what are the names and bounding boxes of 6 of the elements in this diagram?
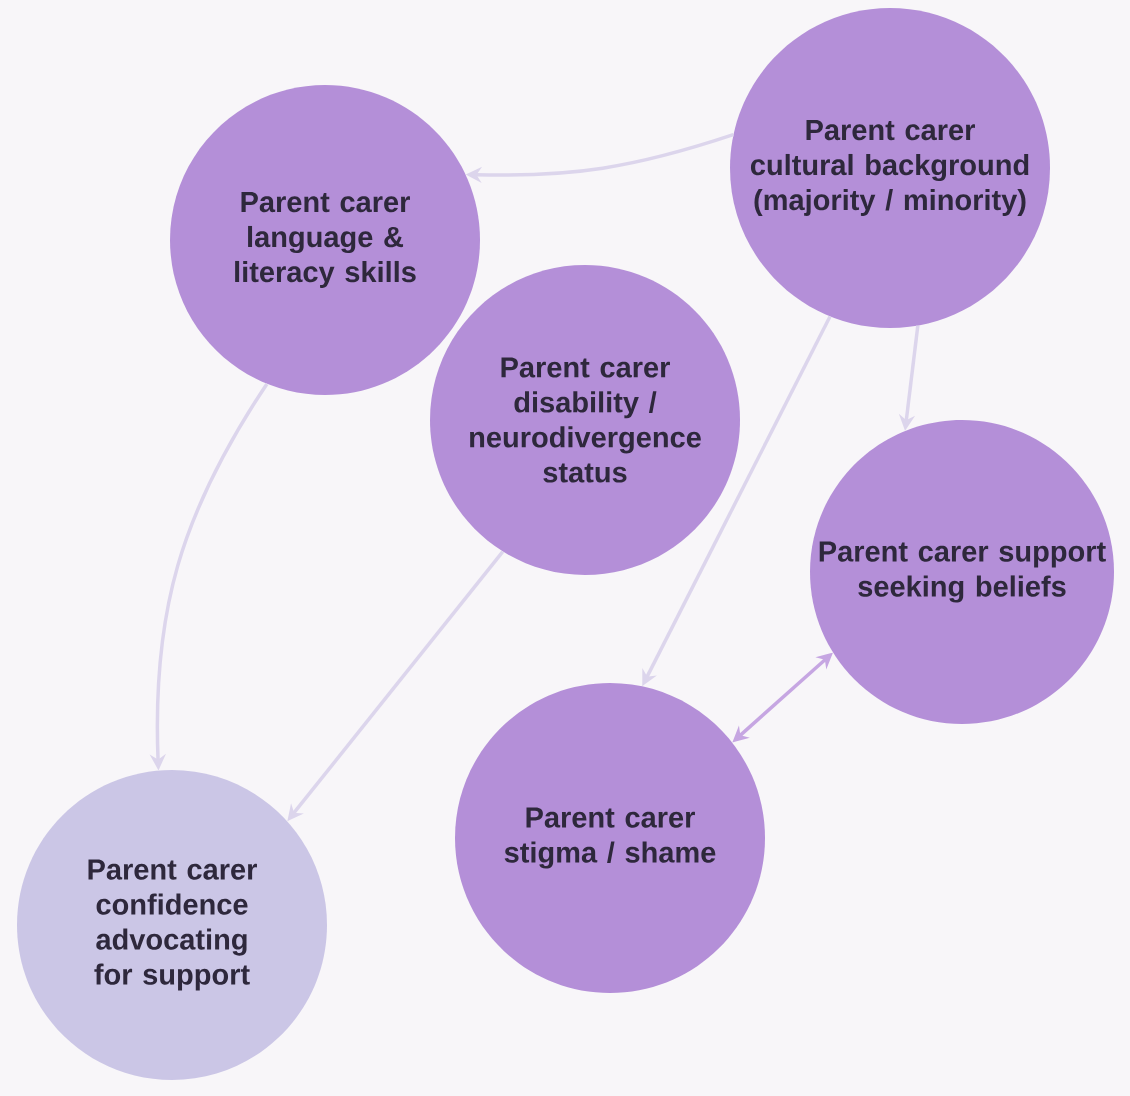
circle-node: Parent carer cultural background (majority / minority) — [730, 8, 1050, 328]
circle-node: Parent carer support seeking beliefs — [810, 420, 1114, 724]
circle-node: Parent carer stigma / shame — [455, 683, 765, 993]
circle-node: Parent carer disability / neurodivergence status — [430, 265, 740, 575]
circle-node: Parent carer confidence advocating for support — [17, 770, 327, 1080]
circle-node: Parent carer language & literacy skills — [170, 85, 480, 395]
